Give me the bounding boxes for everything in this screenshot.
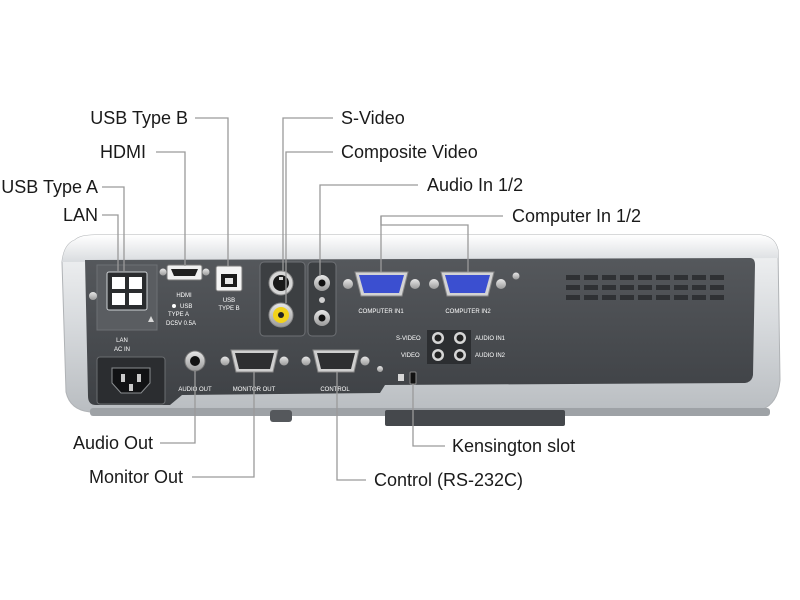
- lan-port: [106, 271, 148, 311]
- leader-monitor-out: [192, 372, 255, 478]
- leader-usb-type-b: [195, 117, 229, 266]
- computer-in2-port: [429, 271, 506, 297]
- usb-type-b-port: [215, 265, 243, 292]
- callout-computer-in: Computer In 1/2: [512, 206, 642, 226]
- leader-composite-video: [285, 151, 333, 303]
- callout-audio-out: Audio Out: [72, 433, 153, 453]
- leader-lan: [102, 214, 119, 272]
- leader-kensington: [412, 384, 445, 447]
- leader-s-video: [282, 117, 333, 271]
- panel-label-lan: LAN: [116, 338, 128, 344]
- monitor-out-port: [220, 349, 289, 373]
- leader-audio-in: [319, 184, 418, 276]
- callout-monitor-out: Monitor Out: [88, 467, 183, 487]
- warning-triangle: [148, 316, 154, 322]
- callout-hdmi: HDMI: [100, 142, 146, 162]
- leader-audio-out: [160, 371, 196, 444]
- panel-label-hdmi: HDMI: [176, 293, 192, 299]
- video-input-block: [259, 261, 306, 337]
- panel-label-ac-in: AC IN: [114, 347, 130, 353]
- audio-out-port: [184, 350, 206, 372]
- callout-usb-type-a: USB Type A: [1, 177, 98, 197]
- callout-audio-in: Audio In 1/2: [427, 175, 524, 195]
- panel-label-usb-b-2: TYPE B: [218, 306, 239, 312]
- panel-label-video: VIDEO: [401, 353, 420, 359]
- panel-label-usb-a-3: DC5V 0.5A: [166, 321, 196, 327]
- panel-label-audio-in2: AUDIO IN2: [475, 353, 506, 359]
- callout-usb-type-b: USB Type B: [90, 108, 188, 128]
- screw: [89, 292, 97, 300]
- panel-label-control: CONTROL: [320, 387, 350, 393]
- bottom-foot: [385, 410, 565, 426]
- panel-label-audio-in1: AUDIO IN1: [475, 336, 506, 342]
- callout-kensington: Kensington slot: [452, 436, 576, 456]
- panel-label-s-video: S-VIDEO: [396, 336, 421, 342]
- leader-usb-type-a: [102, 186, 125, 272]
- leader-hdmi: [156, 151, 186, 266]
- leader-lines: [102, 117, 503, 481]
- vent-grille: [566, 275, 724, 300]
- panel-label-usb-b-1: USB: [223, 298, 235, 304]
- mini-jack-row: [427, 330, 471, 364]
- leader-computer-in2: [380, 216, 469, 272]
- panel-label-computer-in2: COMPUTER IN2: [445, 309, 491, 315]
- callout-lan: LAN: [62, 205, 98, 225]
- hdmi-port: [159, 264, 210, 281]
- callout-composite-video: Composite Video: [341, 142, 478, 162]
- callout-control: Control (RS-232C): [374, 470, 524, 490]
- callout-s-video: S-Video: [341, 108, 405, 128]
- leader-control: [336, 372, 366, 481]
- control-port: [301, 349, 370, 373]
- computer-in1-port: [343, 271, 420, 297]
- foot-left: [270, 410, 292, 422]
- panel-label-usb-a-2: TYPE A: [168, 312, 189, 318]
- panel-label-computer-in1: COMPUTER IN1: [358, 309, 404, 315]
- panel-label-usb-a-1: USB: [180, 304, 192, 310]
- ac-inlet: [96, 356, 166, 405]
- audio-in-block: [307, 261, 337, 337]
